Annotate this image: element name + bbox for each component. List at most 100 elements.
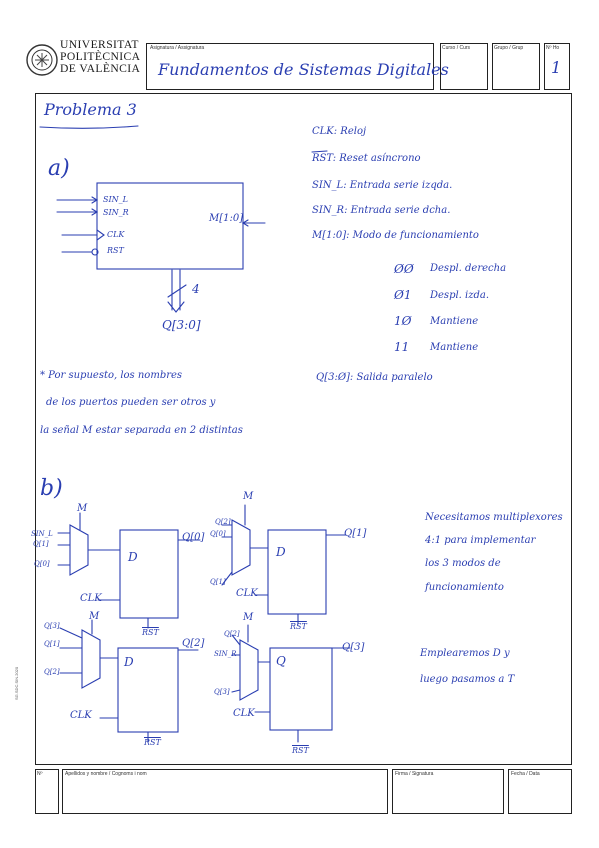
ff1-type: D xyxy=(276,545,286,559)
ff0-mux xyxy=(69,524,89,576)
ff2-rst: RST xyxy=(144,738,161,747)
ff3-in-1: SIN_R xyxy=(214,650,237,658)
mode-desc-0: Despl. derecha xyxy=(430,263,507,274)
legend-rst-overline xyxy=(311,150,328,153)
block-input-rst: RST xyxy=(107,246,124,255)
block-mode-input: M[1:0] xyxy=(209,213,244,224)
ff1-ff xyxy=(267,529,327,615)
ff0-in-2: Q[0] xyxy=(34,560,50,568)
mode-code-1: Ø1 xyxy=(394,288,412,302)
output-bus xyxy=(167,269,187,313)
ff1-in-2: Q[1] xyxy=(210,578,226,586)
ff3-type: Q xyxy=(276,654,286,668)
course-box xyxy=(440,43,488,90)
footer-name-box xyxy=(62,769,388,814)
rst-bubble xyxy=(91,248,99,256)
ff2-ff xyxy=(117,647,179,733)
ff3-ff xyxy=(269,647,333,731)
ff2-in-1: Q[1] xyxy=(44,640,60,648)
footer-signature-label: Firma / Signatura xyxy=(395,771,434,777)
note-line-3: la señal M estar separada en 2 distintas xyxy=(40,425,243,436)
legend-sin-l: SIN_L: Entrada serie izqda. xyxy=(312,180,453,191)
sheet-number-label: Nº Ho xyxy=(546,45,560,51)
sheet-number-box xyxy=(544,43,570,90)
part-b-label: b) xyxy=(40,476,63,501)
ff1-out: Q[1] xyxy=(344,528,367,539)
ff1-clk: CLK xyxy=(236,588,258,599)
legend-rst: RST: Reset asíncrono xyxy=(312,153,421,164)
mode-code-0: ØØ xyxy=(394,262,414,276)
note-line-2: de los puertos pueden ser otros y xyxy=(46,397,216,408)
ff0-type: D xyxy=(128,550,138,564)
arrow-sin-r xyxy=(56,208,99,216)
footer-date-label: Fecha / Data xyxy=(511,771,540,777)
ff3-wires xyxy=(231,624,351,743)
part-a-block xyxy=(96,182,244,270)
ff0-rst: RST xyxy=(142,628,159,637)
subject-value: Fundamentos de Sistemas Digitales xyxy=(158,60,449,79)
mode-desc-1: Despl. izda. xyxy=(430,290,490,301)
footer-num-box xyxy=(35,769,59,814)
mode-desc-2: Mantiene xyxy=(430,316,479,327)
title-underline xyxy=(39,125,139,129)
ff2-wires xyxy=(59,619,199,743)
problem-title: Problema 3 xyxy=(44,100,137,119)
block-input-sin-l: SIN_L xyxy=(103,195,128,204)
part-b-note1-line3: los 3 modos de xyxy=(425,558,501,569)
ff0-in-1: Q[1] xyxy=(33,540,49,548)
mode-desc-3: Mantiene xyxy=(430,342,479,353)
note-line-1: * Por supuesto, los nombres xyxy=(40,370,183,381)
subject-label: Asignatura / Assignatura xyxy=(150,45,205,51)
part-b-note1-line1: Necesitamos multiplexores xyxy=(425,512,563,523)
university-name: UNIVERSITAT POLITÈCNICA DE VALÈNCIA xyxy=(60,38,141,75)
ff1-wires xyxy=(221,504,347,625)
ff3-rst: RST xyxy=(292,746,309,755)
ff0-in-0: SIN_L xyxy=(31,530,53,538)
ff3-in-2: Q[3] xyxy=(214,688,230,696)
subject-box xyxy=(146,43,434,90)
ff2-type: D xyxy=(124,655,134,669)
footer-name-label: Apellidos y nombre / Cognoms i nom xyxy=(65,771,147,777)
university-logo-icon xyxy=(26,44,58,76)
ff1-sel: M xyxy=(243,491,254,502)
part-a-label: a) xyxy=(48,156,70,181)
ff0-wires xyxy=(57,512,201,629)
mode-code-2: 1Ø xyxy=(394,314,412,328)
ff2-sel: M xyxy=(89,611,100,622)
ff3-out: Q[3] xyxy=(342,642,365,653)
ff3-clk: CLK xyxy=(233,708,255,719)
part-b-note1-line4: funcionamiento xyxy=(425,582,504,593)
arrow-mode xyxy=(241,219,266,227)
mode-code-3: 11 xyxy=(394,340,410,354)
bus-width: 4 xyxy=(192,282,200,296)
ff2-mux xyxy=(81,629,101,689)
ff0-ff xyxy=(119,529,179,619)
ff0-out: Q[0] xyxy=(182,532,205,543)
ff3-sel: M xyxy=(243,612,254,623)
ff2-in-2: Q[2] xyxy=(44,668,60,676)
ff1-mux xyxy=(231,519,251,576)
footer-signature-box xyxy=(392,769,504,814)
group-box xyxy=(492,43,540,90)
part-b-note1-line2: 4:1 para implementar xyxy=(425,535,536,546)
footer-num-label: Nº xyxy=(37,771,43,777)
legend-sin-r: SIN_R: Entrada serie dcha. xyxy=(312,205,451,216)
block-input-clk: CLK xyxy=(107,230,125,239)
ff1-rst: RST xyxy=(290,622,307,631)
ff0-sel: M xyxy=(77,503,88,514)
arrow-clk xyxy=(61,229,105,241)
ff1-in-1: Q[0] xyxy=(210,530,226,538)
footer-date-box xyxy=(508,769,572,814)
part-b-note2-line2: luego pasamos a T xyxy=(420,674,515,685)
ff1-in-0: Q[2] xyxy=(215,518,231,526)
course-label: Curso / Curs xyxy=(442,45,471,51)
output-desc: Q[3:Ø]: Salida paralelo xyxy=(316,372,433,383)
ff0-clk: CLK xyxy=(80,593,102,604)
legend-clk: CLK: Reloj xyxy=(312,126,367,137)
block-output: Q[3:0] xyxy=(162,318,201,332)
ff2-out: Q[2] xyxy=(182,638,205,649)
group-label: Grupo / Grup xyxy=(494,45,524,51)
ff2-clk: CLK xyxy=(70,710,92,721)
